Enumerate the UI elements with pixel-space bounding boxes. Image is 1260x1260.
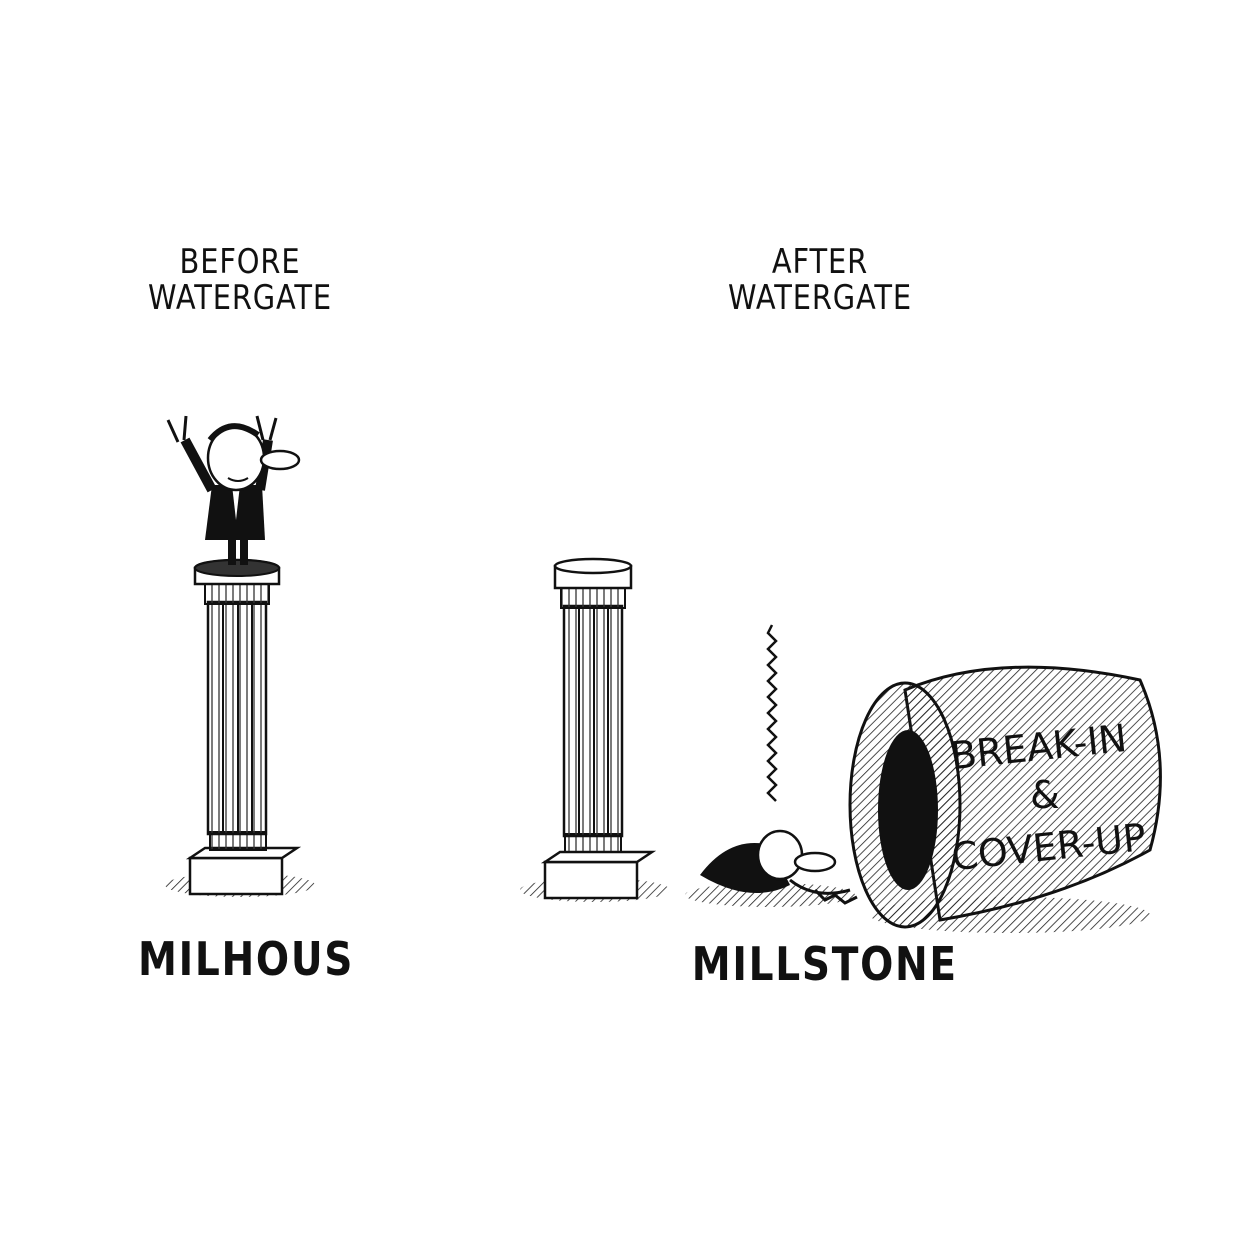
- millstone: BREAK-IN & COVER-UP: [848, 665, 1162, 933]
- falling-motion-line: [766, 624, 778, 802]
- milhous-caption: MILHOUS: [138, 932, 355, 986]
- after-heading: AFTER WATERGATE: [727, 242, 914, 318]
- right-column-empty: [520, 557, 670, 902]
- millstone-label-line2: &: [1030, 773, 1060, 817]
- before-heading: BEFORE WATERGATE: [147, 242, 334, 318]
- after-heading-line2: WATERGATE: [727, 277, 912, 318]
- nixon-figure-standing: [166, 415, 301, 565]
- millstone-caption: MILLSTONE: [691, 937, 958, 991]
- nixon-figure-fallen: [685, 829, 858, 907]
- before-heading-line2: WATERGATE: [147, 277, 332, 318]
- before-heading-line1: BEFORE: [179, 242, 301, 282]
- left-column: [165, 558, 315, 897]
- after-heading-line1: AFTER: [771, 242, 869, 282]
